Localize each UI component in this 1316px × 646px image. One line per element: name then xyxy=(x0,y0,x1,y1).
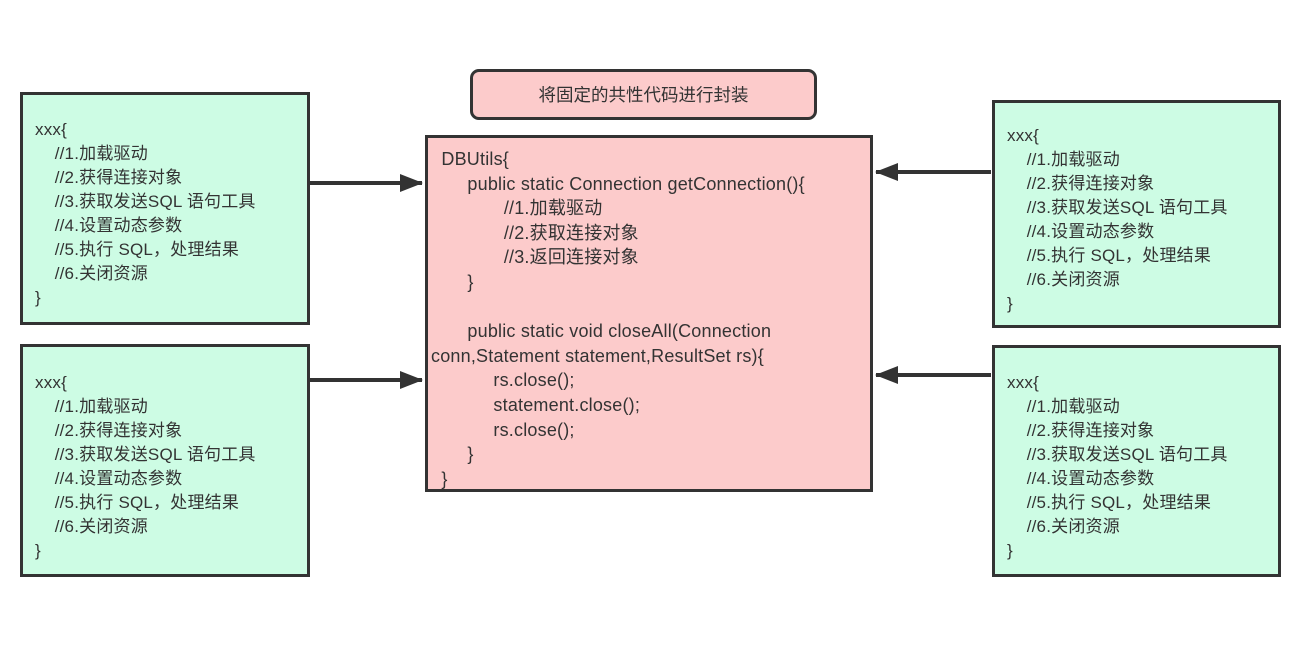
dbutils-code-box: DBUtils{ public static Connection getCon… xyxy=(425,135,873,492)
client-code-text-top-right: xxx{ //1.加载驱动 //2.获得连接对象 //3.获取发送SQL 语句工… xyxy=(1007,126,1228,313)
client-code-text-bottom-right: xxx{ //1.加载驱动 //2.获得连接对象 //3.获取发送SQL 语句工… xyxy=(1007,373,1228,560)
dbutils-code-text: DBUtils{ public static Connection getCon… xyxy=(431,149,805,489)
title-text: 将固定的共性代码进行封装 xyxy=(538,85,749,105)
client-code-text-bottom-left: xxx{ //1.加载驱动 //2.获得连接对象 //3.获取发送SQL 语句工… xyxy=(35,373,256,560)
client-code-box-bottom-left: xxx{ //1.加载驱动 //2.获得连接对象 //3.获取发送SQL 语句工… xyxy=(20,344,310,577)
title-box: 将固定的共性代码进行封装 xyxy=(470,69,817,120)
client-code-box-top-left: xxx{ //1.加载驱动 //2.获得连接对象 //3.获取发送SQL 语句工… xyxy=(20,92,310,325)
client-code-box-bottom-right: xxx{ //1.加载驱动 //2.获得连接对象 //3.获取发送SQL 语句工… xyxy=(992,345,1281,577)
client-code-text-top-left: xxx{ //1.加载驱动 //2.获得连接对象 //3.获取发送SQL 语句工… xyxy=(35,120,256,307)
client-code-box-top-right: xxx{ //1.加载驱动 //2.获得连接对象 //3.获取发送SQL 语句工… xyxy=(992,100,1281,328)
